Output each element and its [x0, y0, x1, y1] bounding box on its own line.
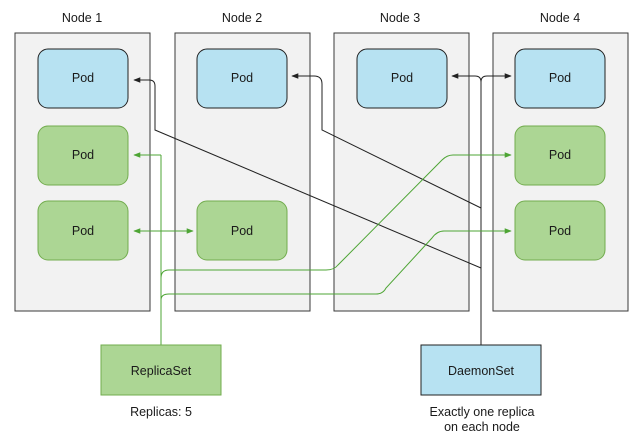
daemonset-label: DaemonSet: [448, 364, 515, 378]
node-4-title: Node 4: [540, 11, 580, 25]
pod-label: Pod: [549, 224, 571, 238]
pod-label: Pod: [391, 71, 413, 85]
replicaset-box: ReplicaSet: [100, 344, 222, 396]
daemonset-connectors: [134, 73, 512, 345]
node-1-title: Node 1: [62, 11, 102, 25]
pod-label: Pod: [549, 148, 571, 162]
daemonset-caption-line1: Exactly one replica: [430, 405, 535, 419]
replica-line-node4-pod2: [160, 152, 512, 279]
pod-label: Pod: [72, 148, 94, 162]
replica-pod-node-1-b: Pod: [37, 200, 129, 261]
replicaset-caption: Replicas: 5: [130, 405, 192, 419]
pod-label: Pod: [231, 71, 253, 85]
pod-label: Pod: [231, 224, 253, 238]
replica-pod-node-4-a: Pod: [514, 125, 606, 186]
daemon-pod-node-3: Pod: [356, 48, 448, 109]
daemonset-caption-line2: on each node: [444, 420, 520, 434]
replicaset-connectors: [133, 152, 512, 345]
replica-line-node4-pod3: [160, 228, 512, 301]
daemon-pod-node-1: Pod: [37, 48, 129, 109]
replica-pod-node-2: Pod: [196, 200, 288, 261]
node-2-title: Node 2: [222, 11, 262, 25]
replica-pod-node-4-b: Pod: [514, 200, 606, 261]
replicaset-label: ReplicaSet: [131, 364, 192, 378]
daemonset-box: DaemonSet: [420, 344, 542, 396]
replica-pod-node-1-a: Pod: [37, 125, 129, 186]
daemon-line-node3: [451, 73, 482, 83]
pod-label: Pod: [549, 71, 571, 85]
daemon-pod-node-2: Pod: [196, 48, 288, 109]
node-3-title: Node 3: [380, 11, 420, 25]
pod-label: Pod: [72, 71, 94, 85]
pod-label: Pod: [72, 224, 94, 238]
daemon-pod-node-4: Pod: [514, 48, 606, 109]
daemon-line-node2: [291, 73, 482, 209]
